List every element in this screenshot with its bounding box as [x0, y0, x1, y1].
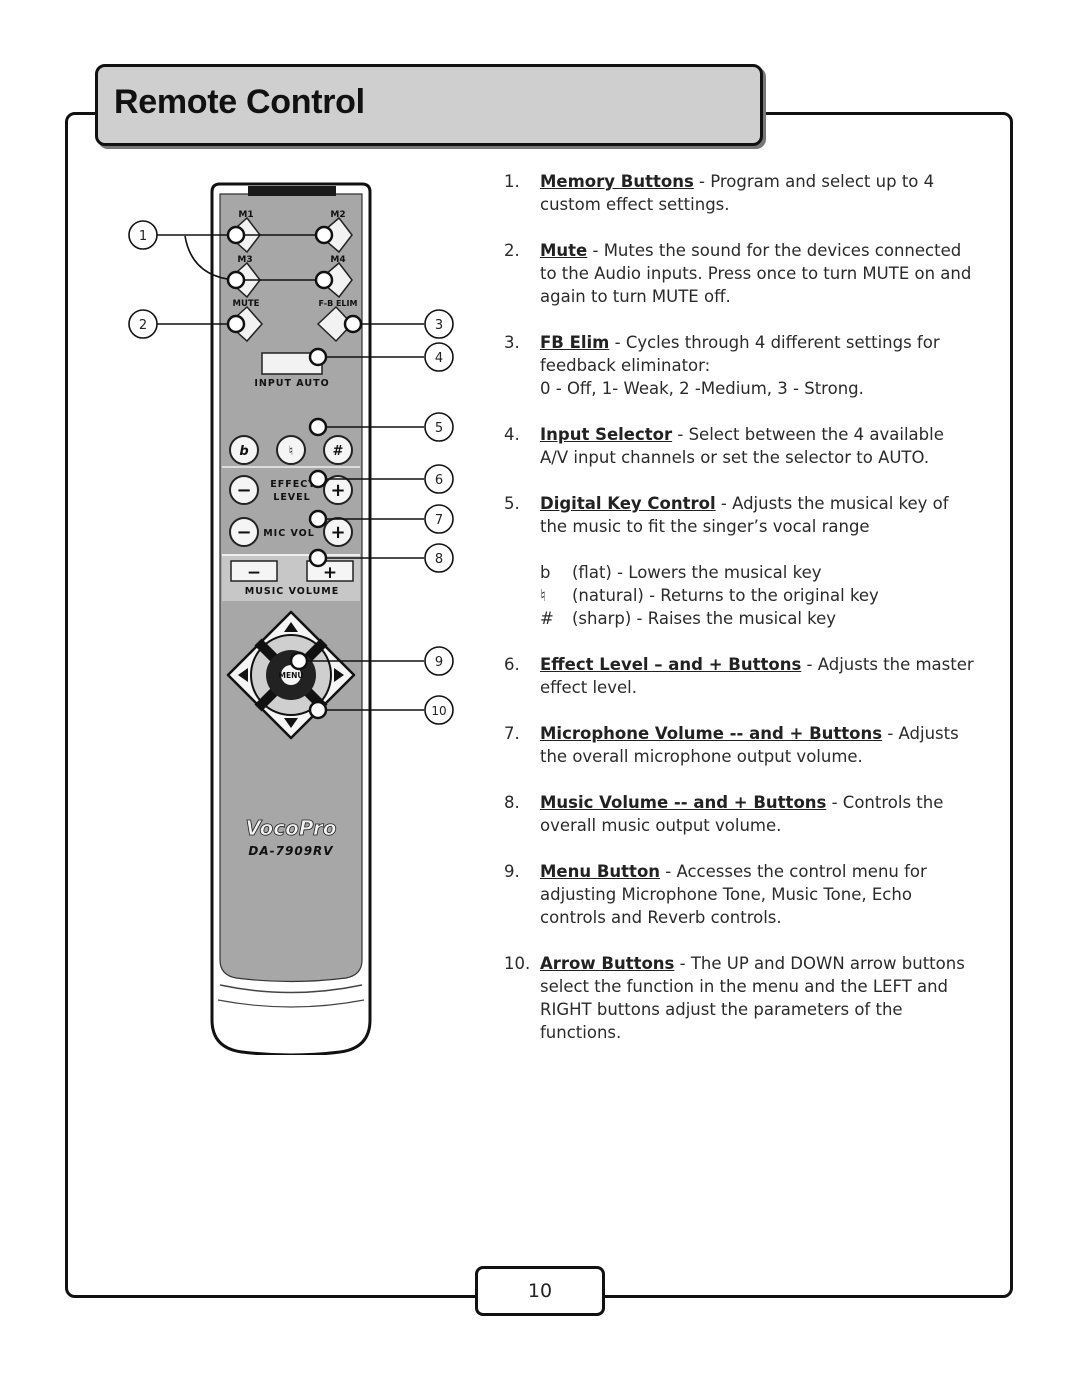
effect-minus-button [229, 475, 259, 505]
callout-8: 8 [435, 552, 443, 567]
item-desc: - Adjusts the musical key of the music t… [540, 494, 949, 536]
callout-10: 10 [431, 704, 446, 718]
item-term: Menu Button [540, 862, 661, 881]
key-row-flat: b(flat) - Lowers the musical key [540, 563, 822, 582]
menu-label: MENU [279, 671, 304, 680]
natural-button [276, 435, 306, 465]
list-item: 7. Microphone Volume -- and + Buttons - … [504, 724, 959, 766]
callout-9: 9 [435, 655, 443, 670]
effect-minus-symbol: − [236, 480, 251, 501]
input-auto-label: INPUT AUTO [254, 378, 329, 389]
item-desc: - Adjusts the master effect level. [540, 655, 974, 697]
mic-plus-button [323, 517, 353, 547]
effect-plus-symbol: + [330, 480, 345, 501]
fb-elim-label: F-B ELIM [319, 299, 358, 308]
list-item: 6. Effect Level – and + Buttons - Adjust… [504, 655, 974, 697]
right-arrow-icon [334, 668, 344, 682]
page-title: Remote Control [114, 83, 365, 121]
item-desc: - Cycles through 4 different settings fo… [540, 333, 940, 375]
item-term: Memory Buttons [540, 172, 694, 191]
m1-label: M1 [238, 210, 253, 220]
m2-label: M2 [330, 210, 345, 220]
list-item: 10. Arrow Buttons - The UP and DOWN arro… [504, 954, 965, 1042]
m4-button [317, 261, 353, 299]
flat-button [229, 435, 259, 465]
left-arrow-icon [238, 668, 248, 682]
mic-vol-label: MIC VOL [263, 528, 315, 539]
item-term: Digital Key Control [540, 494, 716, 513]
mute-label: MUTE [233, 299, 260, 309]
m3-label: M3 [237, 255, 252, 265]
callout-6: 6 [435, 473, 443, 488]
item-desc: - Adjusts the overall microphone output … [540, 724, 959, 766]
item-desc: - The UP and DOWN arrow buttons select t… [540, 954, 965, 1042]
item-term: Mute [540, 241, 588, 260]
item-term: Input Selector [540, 425, 673, 444]
list-item: 4. Input Selector - Select between the 4… [504, 425, 944, 467]
effect-plus-button [323, 475, 353, 505]
mic-minus-symbol: − [236, 522, 251, 543]
sharp-symbol: # [333, 444, 344, 459]
callout-2: 2 [139, 318, 147, 333]
item-desc: - Select between the 4 available A/V inp… [540, 425, 944, 467]
callout-1: 1 [139, 229, 147, 244]
item-term: Arrow Buttons [540, 954, 675, 973]
item-term: FB Elim [540, 333, 610, 352]
list-item: 1. Memory Buttons - Program and select u… [504, 172, 935, 214]
music-minus-button [230, 560, 278, 582]
music-plus-symbol: + [323, 563, 337, 583]
item-desc: - Mutes the sound for the devices connec… [540, 241, 972, 306]
item-desc: - Program and select up to 4 custom effe… [540, 172, 935, 214]
item-term: Effect Level – and + Buttons [540, 655, 802, 674]
key-row-sharp: #(sharp) - Raises the musical key [540, 609, 837, 628]
sharp-button [323, 435, 353, 465]
callout-5: 5 [435, 421, 443, 436]
ir-window [248, 186, 336, 196]
mic-minus-button [229, 517, 259, 547]
key-sublist: b(flat) - Lowers the musical key ♮(natur… [540, 561, 974, 630]
brand-logo: VocoPro [245, 816, 336, 840]
natural-symbol: ♮ [289, 444, 294, 459]
callout-4: 4 [435, 351, 443, 366]
music-volume-label: MUSIC VOLUME [245, 586, 339, 597]
effect-label-1: EFFECT [270, 479, 315, 490]
music-minus-symbol: − [247, 563, 261, 583]
remote-illustration: M1 M2 M3 M4 MUTE F-B ELIM INPUT AUTO b ♮… [128, 182, 454, 1055]
item-term: Music Volume -- and + Buttons [540, 793, 827, 812]
page-number: 10 [475, 1266, 605, 1316]
button-descriptions: 1. Memory Buttons - Program and select u… [504, 170, 974, 1067]
item-term: Microphone Volume -- and + Buttons [540, 724, 883, 743]
flat-symbol: b [239, 444, 248, 459]
list-item: 2. Mute - Mutes the sound for the device… [504, 241, 972, 306]
m4-label: M4 [330, 255, 345, 265]
title-tab: Remote Control [95, 64, 763, 146]
mic-plus-symbol: + [330, 522, 345, 543]
callout-7: 7 [435, 513, 443, 528]
down-arrow-icon [284, 718, 298, 728]
list-item: 9. Menu Button - Accesses the control me… [504, 862, 927, 927]
item-desc: - Accesses the control menu for adjustin… [540, 862, 927, 927]
m2-button [317, 216, 353, 254]
item-desc: - Controls the overall music output volu… [540, 793, 944, 835]
list-item: 8. Music Volume -- and + Buttons - Contr… [504, 793, 944, 835]
key-row-natural: ♮(natural) - Returns to the original key [540, 586, 879, 605]
up-arrow-icon [284, 622, 298, 632]
list-item: 3. FB Elim - Cycles through 4 different … [504, 331, 974, 400]
model-label: DA-7909RV [248, 844, 334, 858]
callout-3: 3 [435, 318, 443, 333]
list-item: 5. Digital Key Control - Adjusts the mus… [504, 492, 974, 630]
effect-label-2: LEVEL [273, 492, 310, 503]
item-extra: 0 - Off, 1- Weak, 2 -Medium, 3 - Strong. [540, 379, 864, 398]
